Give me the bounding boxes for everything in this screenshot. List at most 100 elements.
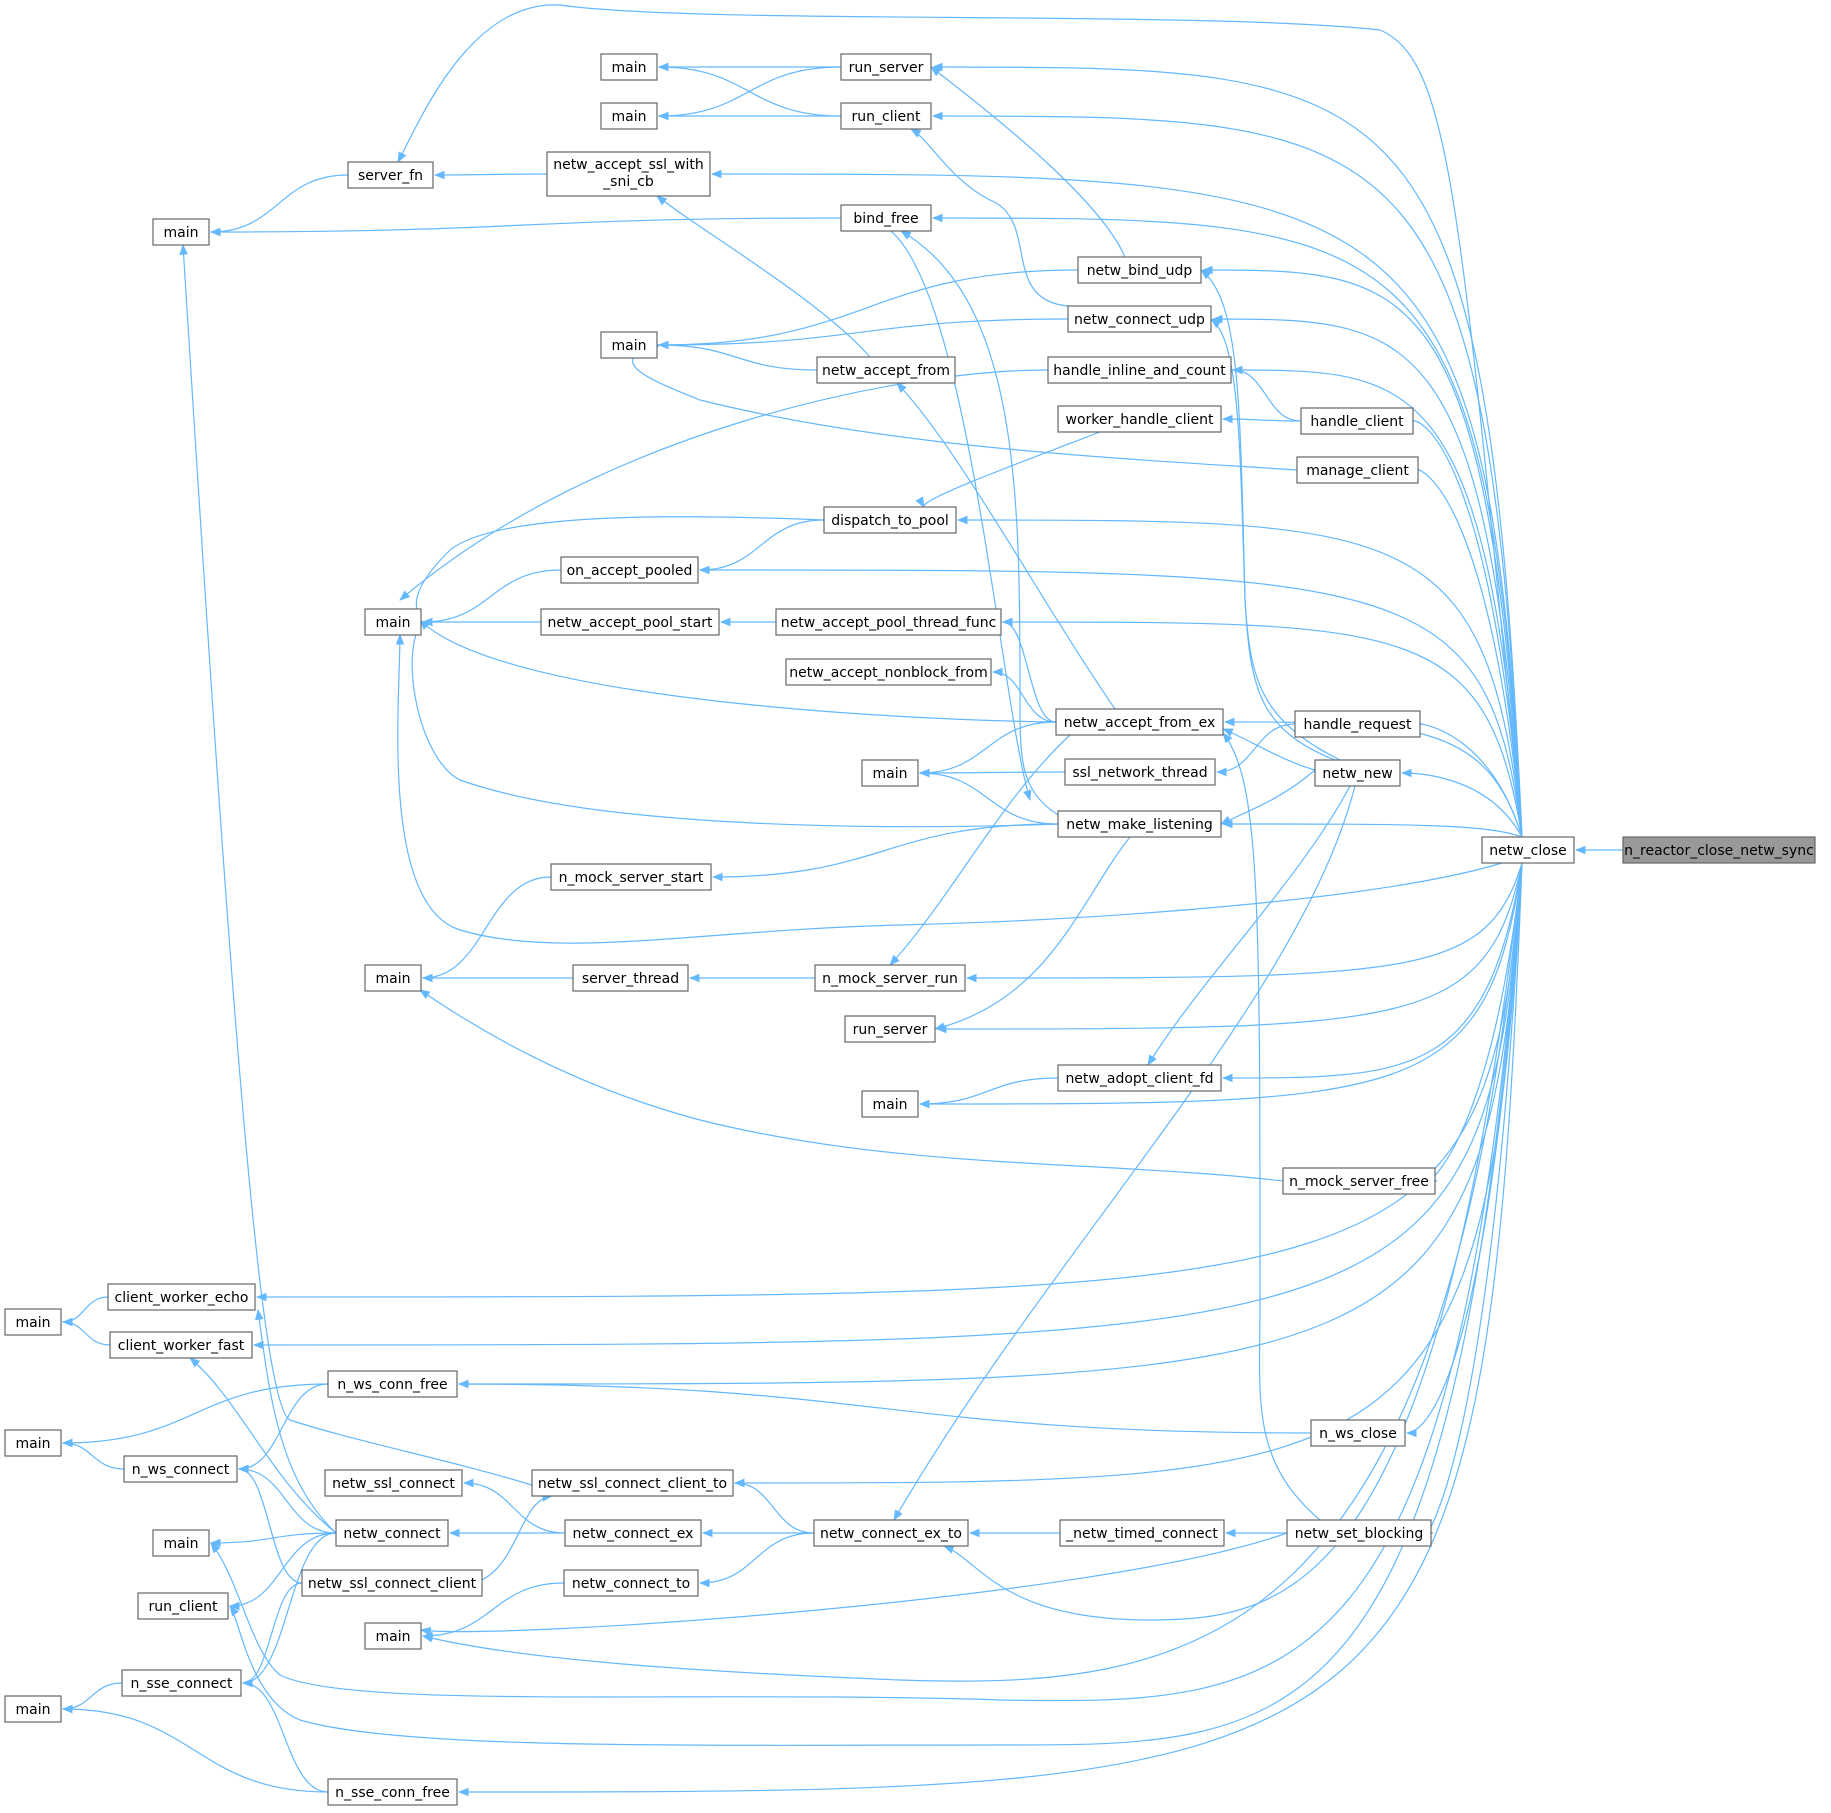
node-box-netw-connect-udp [1067, 305, 1212, 333]
node-ssl-network-thread[interactable]: ssl_network_thread [1064, 758, 1216, 786]
node-netw-accept-pool-start[interactable]: netw_accept_pool_start [540, 608, 720, 636]
node-netw-ssl-connect-client[interactable]: netw_ssl_connect_client [301, 1569, 483, 1597]
node-label-n-ws-conn-free: n_ws_conn_free [337, 1377, 447, 1393]
node-main-3[interactable]: main [152, 218, 210, 246]
node-label-n-mock-server-free: n_mock_server_free [1289, 1174, 1429, 1190]
node-box-client-worker-echo [107, 1283, 256, 1311]
node-main-5[interactable]: main [364, 608, 422, 636]
node-n-sse-connect[interactable]: n_sse_connect [121, 1669, 242, 1697]
node-run-client-b[interactable]: run_client [137, 1592, 229, 1620]
node-n-mock-server-run[interactable]: n_mock_server_run [814, 964, 966, 992]
node-netw-make-listening[interactable]: netw_make_listening [1057, 810, 1222, 838]
node-run-server-b[interactable]: run_server [844, 1015, 936, 1043]
node-label-server-fn: server_fn [358, 168, 423, 184]
node-netw-close[interactable]: netw_close [1481, 836, 1575, 864]
node-netw-bind-udp[interactable]: netw_bind_udp [1077, 256, 1202, 284]
node-run-client-a[interactable]: run_client [840, 102, 932, 130]
node-main-6[interactable]: main [861, 759, 919, 787]
node-n-mock-server-free[interactable]: n_mock_server_free [1282, 1167, 1436, 1195]
node-netw-set-blocking[interactable]: netw_set_blocking [1286, 1519, 1432, 1547]
node-client-worker-echo[interactable]: client_worker_echo [107, 1283, 256, 1311]
node-netw-connect[interactable]: netw_connect [335, 1519, 449, 1547]
node-box-netw-connect-to [563, 1569, 699, 1597]
edge-netw_close-manage_client [1410, 465, 1523, 838]
node-main-13[interactable]: main [4, 1695, 62, 1723]
node-netw-connect-to[interactable]: netw_connect_to [563, 1569, 699, 1597]
node-box-netw-ssl-connect-client [301, 1569, 483, 1597]
node-run-server-a[interactable]: run_server [840, 53, 932, 81]
node-handle-inline-and-count[interactable]: handle_inline_and_count [1047, 356, 1232, 384]
node-worker-handle-client[interactable]: worker_handle_client [1057, 405, 1222, 433]
node-client-worker-fast[interactable]: client_worker_fast [109, 1331, 253, 1359]
node-netw-accept-nonblock-from[interactable]: netw_accept_nonblock_from [785, 658, 992, 686]
node-label-netw-accept-nonblock-from: netw_accept_nonblock_from [789, 665, 987, 681]
node-label-dispatch-to-pool: dispatch_to_pool [831, 513, 949, 529]
node-label-netw-connect-udp: netw_connect_udp [1074, 312, 1205, 328]
node-label-main-8: main [873, 1097, 908, 1113]
edge-netw_make_listening-bind_free [900, 230, 1059, 816]
node-main-12[interactable]: main [364, 1622, 422, 1650]
node-netw-accept-from[interactable]: netw_accept_from [816, 356, 956, 384]
node-on-accept-pooled[interactable]: on_accept_pooled [560, 556, 699, 584]
node-box-worker-handle-client [1057, 405, 1222, 433]
node-netw-connect-ex[interactable]: netw_connect_ex [564, 1519, 702, 1547]
node-main-9[interactable]: main [4, 1308, 62, 1336]
edge-client_worker_echo-main_9 [61, 1296, 109, 1327]
node-box-server-thread [572, 964, 689, 992]
node-server-fn[interactable]: server_fn [347, 161, 434, 189]
node-main-4[interactable]: main [600, 331, 658, 359]
node-netw-ssl-connect-client-to[interactable]: netw_ssl_connect_client_to [531, 1469, 734, 1497]
node-netw-adopt-client-fd[interactable]: netw_adopt_client_fd [1057, 1064, 1222, 1092]
node-box-netw-close [1481, 836, 1575, 864]
node-netw-accept-ssl-with-sni-cb[interactable]: netw_accept_ssl_with_sni_cb [546, 151, 711, 197]
node-main-2[interactable]: main [600, 102, 658, 130]
edge-netw_close-bind_free [931, 213, 1523, 838]
node-n-sse-conn-free[interactable]: n_sse_conn_free [327, 1778, 458, 1806]
node-label-n-sse-connect: n_sse_connect [131, 1676, 233, 1692]
node-label-n-mock-server-run: n_mock_server_run [822, 971, 958, 987]
node-box-netw-accept-pool-start [540, 608, 720, 636]
node-box-main-12 [364, 1622, 422, 1650]
node-main-7[interactable]: main [364, 964, 422, 992]
node-main-11[interactable]: main [152, 1529, 210, 1557]
node-label-manage-client: manage_client [1306, 463, 1409, 479]
node-label-netw-new: netw_new [1322, 766, 1392, 782]
node-main-10[interactable]: main [4, 1429, 62, 1457]
node--netw-timed-connect[interactable]: _netw_timed_connect [1059, 1519, 1225, 1547]
node-n-ws-connect[interactable]: n_ws_connect [123, 1455, 238, 1483]
node-n-reactor-close-netw-sync[interactable]: n_reactor_close_netw_sync [1622, 836, 1816, 864]
node-netw-ssl-connect[interactable]: netw_ssl_connect [324, 1469, 463, 1497]
edge-netw_connect_ex_to-netw_ssl_connect_client_to [733, 1478, 815, 1534]
node-main-8[interactable]: main [861, 1090, 919, 1118]
node-server-thread[interactable]: server_thread [572, 964, 689, 992]
node-label--netw-timed-connect: _netw_timed_connect [1065, 1526, 1218, 1542]
edge-handle_client-worker_handle_client [1221, 414, 1302, 424]
node-box-main-10 [4, 1429, 62, 1457]
node-label-netw-close: netw_close [1489, 843, 1567, 859]
edge-netw_connect_ex_to-netw_connect_to [698, 1532, 815, 1588]
node-handle-client[interactable]: handle_client [1300, 407, 1414, 435]
node-n-ws-close[interactable]: n_ws_close [1310, 1419, 1406, 1447]
edge-handle_client-handle_inline_and_count [1231, 365, 1302, 422]
node-netw-accept-from-ex[interactable]: netw_accept_from_ex [1055, 708, 1224, 736]
node-box-netw-make-listening [1057, 810, 1222, 838]
node-main-1[interactable]: main [600, 53, 658, 81]
node-n-ws-conn-free[interactable]: n_ws_conn_free [327, 1370, 458, 1398]
edge-netw_accept_from-main_4 [657, 340, 818, 371]
edge-netw_close-main_11 [210, 862, 1523, 1702]
node-label-netw-make-listening: netw_make_listening [1066, 817, 1213, 833]
node-n-mock-server-start[interactable]: n_mock_server_start [550, 863, 712, 891]
edge-netw_make_listening-run_server_b [933, 836, 1131, 1031]
node-netw-connect-udp[interactable]: netw_connect_udp [1067, 305, 1212, 333]
node-dispatch-to-pool[interactable]: dispatch_to_pool [823, 506, 957, 534]
node-handle-request[interactable]: handle_request [1294, 710, 1421, 738]
edge-netw_connect-n_ws_connect [237, 1464, 337, 1534]
node-netw-new[interactable]: netw_new [1314, 759, 1401, 787]
node-bind-free[interactable]: bind_free [840, 204, 932, 232]
node-manage-client[interactable]: manage_client [1296, 456, 1419, 484]
edge-netw_new-netw_connect_udp [1210, 318, 1336, 761]
node-netw-connect-ex-to[interactable]: netw_connect_ex_to [813, 1519, 969, 1547]
node-label-n-ws-close: n_ws_close [1319, 1426, 1397, 1442]
edge-ssl_network_thread-main_6 [918, 768, 1066, 778]
node-netw-accept-pool-thread-func[interactable]: netw_accept_pool_thread_func [775, 608, 1002, 636]
